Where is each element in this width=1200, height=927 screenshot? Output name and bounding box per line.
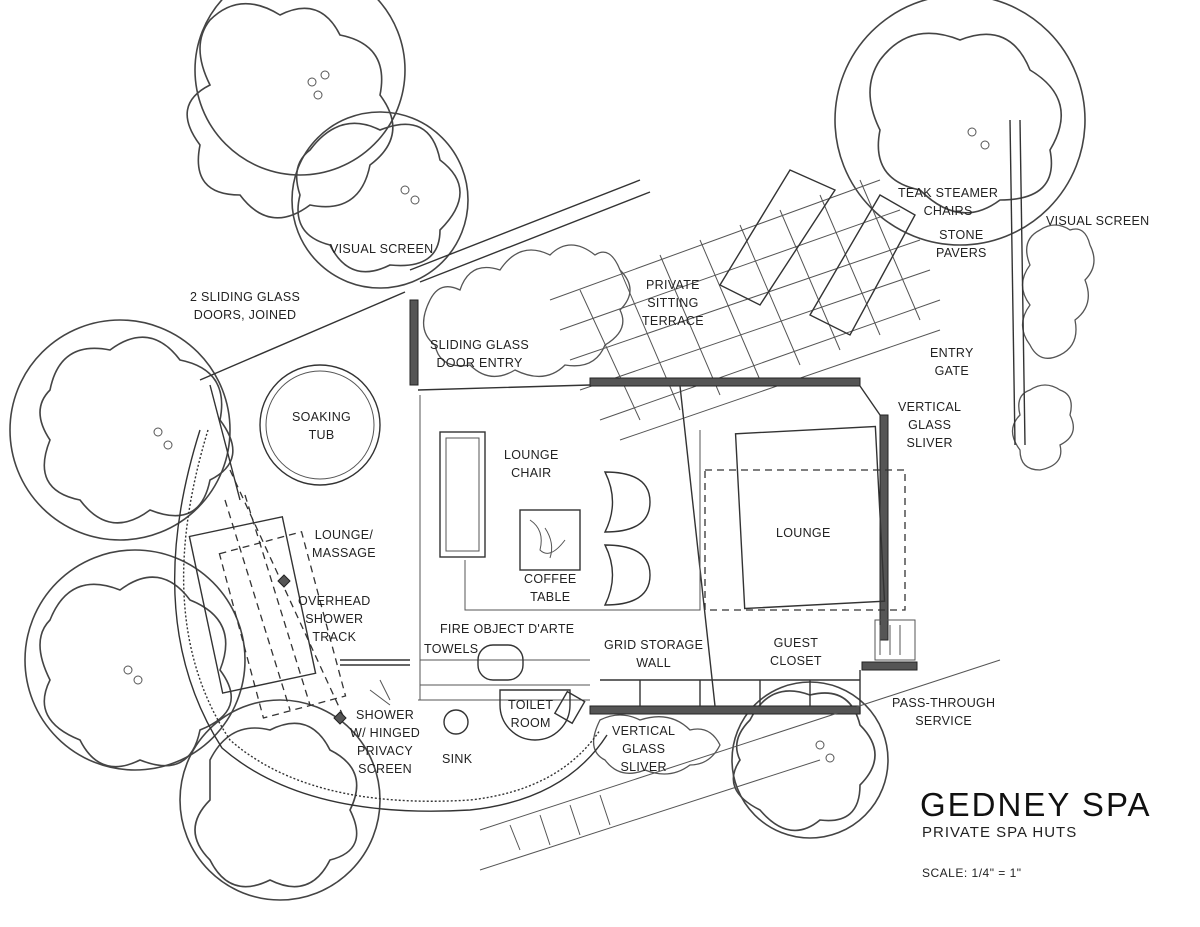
label-towels: TOWELS (424, 642, 479, 656)
label-line: STONE (939, 228, 984, 242)
label-visual-screen-left: VISUAL SCREEN (330, 242, 434, 256)
label-shower-screen: SHOWER W/ HINGED PRIVACY SCREEN (350, 706, 420, 778)
label-line: PRIVACY (357, 744, 414, 758)
label-line: TUB (308, 428, 335, 442)
label-line: PAVERS (936, 246, 987, 260)
plan-scale: SCALE: 1/4" = 1" (922, 866, 1022, 880)
label-entry-gate: ENTRY GATE (930, 344, 974, 380)
shower-heads (277, 574, 347, 725)
tree-canopies (9, 0, 1086, 901)
label-line: ENTRY (930, 346, 974, 360)
shrub-masses (423, 224, 1095, 775)
label-line: TOILET (508, 698, 554, 712)
label-line: TABLE (530, 590, 571, 604)
stone-pavers (549, 169, 941, 441)
label-line: GLASS (908, 418, 952, 432)
label-line: TRACK (312, 630, 357, 644)
label-line: SOAKING (292, 410, 352, 424)
label-line: PRIVATE (646, 278, 700, 292)
label-line: WALL (636, 656, 671, 670)
building-walls (209, 299, 918, 715)
label-line: SCREEN (358, 762, 412, 776)
label-grid-storage: GRID STORAGE WALL (604, 636, 703, 672)
soaking-tub (259, 364, 381, 486)
label-line: W/ HINGED (350, 726, 421, 740)
curved-wall (182, 429, 601, 802)
label-visual-screen-right: VISUAL SCREEN (1046, 214, 1150, 228)
label-line: SITTING (647, 296, 699, 310)
label-sink: SINK (442, 752, 473, 766)
label-line: DOORS, JOINED (193, 308, 297, 322)
label-line: PASS-THROUGH (892, 696, 996, 710)
label-line: SLIVER (620, 760, 667, 774)
label-stone-pavers: STONE PAVERS (936, 226, 987, 262)
label-coffee-table: COFFEE TABLE (524, 570, 577, 606)
label-guest-closet: GUEST CLOSET (770, 634, 822, 670)
label-line: CHAIR (511, 466, 552, 480)
label-fire-object: FIRE OBJECT D'ARTE (440, 622, 575, 636)
label-lounge-chair: LOUNGE CHAIR (504, 446, 559, 482)
fences (199, 119, 1026, 446)
label-line: DOOR ENTRY (436, 356, 523, 370)
label-line: TERRACE (642, 314, 704, 328)
label-vertical-glass-upper: VERTICAL GLASS SLIVER (898, 398, 961, 452)
label-line: CHAIRS (923, 204, 973, 218)
label-line: SLIDING GLASS (430, 338, 530, 352)
label-private-terrace: PRIVATE SITTING TERRACE (642, 276, 704, 330)
label-toilet-room: TOILET ROOM (508, 696, 553, 732)
label-line: OVERHEAD (298, 594, 371, 608)
massage-table (188, 494, 347, 719)
label-line: CLOSET (770, 654, 822, 668)
label-line: TEAK STEAMER (898, 186, 999, 200)
label-line: GLASS (622, 742, 666, 756)
label-line: COFFEE (524, 572, 577, 586)
furniture (439, 425, 906, 611)
label-sliding-entry: SLIDING GLASS DOOR ENTRY (430, 336, 529, 372)
label-line: LOUNGE/ (314, 528, 374, 542)
label-line: GRID STORAGE (604, 638, 704, 652)
label-line: SLIVER (906, 436, 953, 450)
label-line: SERVICE (915, 714, 973, 728)
label-vertical-glass-lower: VERTICAL GLASS SLIVER (612, 722, 675, 776)
label-lounge-massage: LOUNGE/ MASSAGE (312, 526, 376, 562)
shower-track (229, 469, 346, 721)
path-lines (479, 659, 1001, 871)
label-sliding-doors: 2 SLIDING GLASS DOORS, JOINED (190, 288, 300, 324)
label-line: GATE (934, 364, 969, 378)
label-lounge: LOUNGE (776, 526, 831, 540)
label-line: VERTICAL (612, 724, 676, 738)
plan-subtitle: PRIVATE SPA HUTS (922, 824, 1078, 841)
label-line: MASSAGE (312, 546, 376, 560)
label-line: VERTICAL (898, 400, 962, 414)
plan-title: GEDNEY SPA (920, 786, 1152, 823)
label-soaking-tub: SOAKING TUB (292, 408, 351, 444)
label-line: 2 SLIDING GLASS (190, 290, 301, 304)
label-teak-chairs: TEAK STEAMER CHAIRS (898, 184, 998, 220)
label-line: SHOWER (356, 708, 415, 722)
bath-fixtures (340, 619, 916, 741)
label-pass-through: PASS-THROUGH SERVICE (892, 694, 995, 730)
label-line: ROOM (510, 716, 551, 730)
label-line: GUEST (773, 636, 819, 650)
label-line: SHOWER (305, 612, 364, 626)
label-overhead-shower: OVERHEAD SHOWER TRACK (298, 592, 371, 646)
label-line: LOUNGE (504, 448, 559, 462)
